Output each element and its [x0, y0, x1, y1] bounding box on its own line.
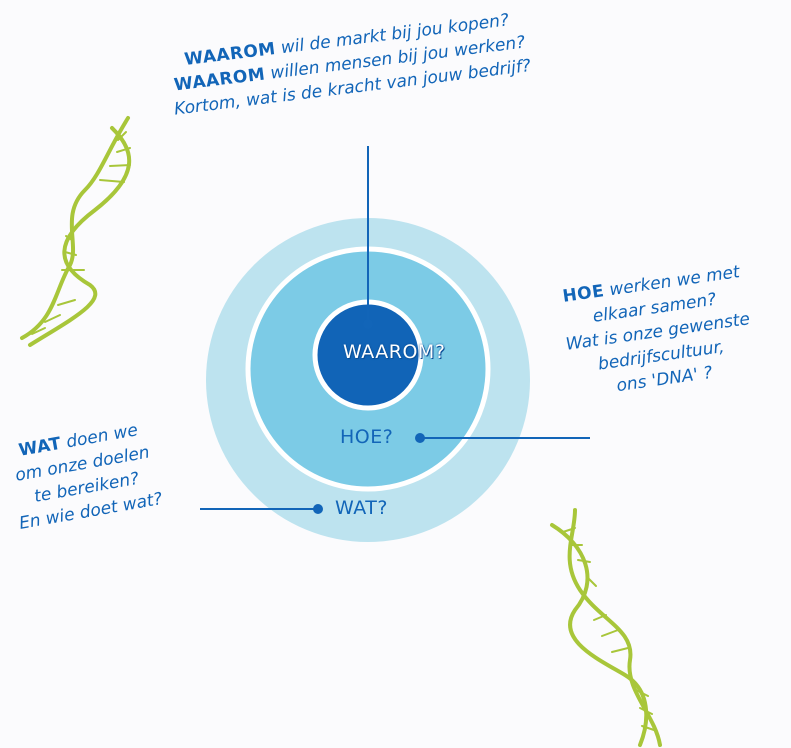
connector-left: [200, 504, 323, 514]
center-label-waarom: WAAROM?: [343, 341, 446, 363]
dna-strand-bottom-right: [550, 508, 662, 747]
middle-label-hoe: HOE?: [340, 426, 394, 448]
connector-top: [363, 146, 373, 329]
outer-label-wat: WAT?: [335, 497, 388, 519]
right-annotation: HOE werken we met elkaar samen? Wat is o…: [558, 260, 759, 405]
dna-strand-top-left: [20, 116, 132, 347]
connector-right: [415, 433, 590, 443]
